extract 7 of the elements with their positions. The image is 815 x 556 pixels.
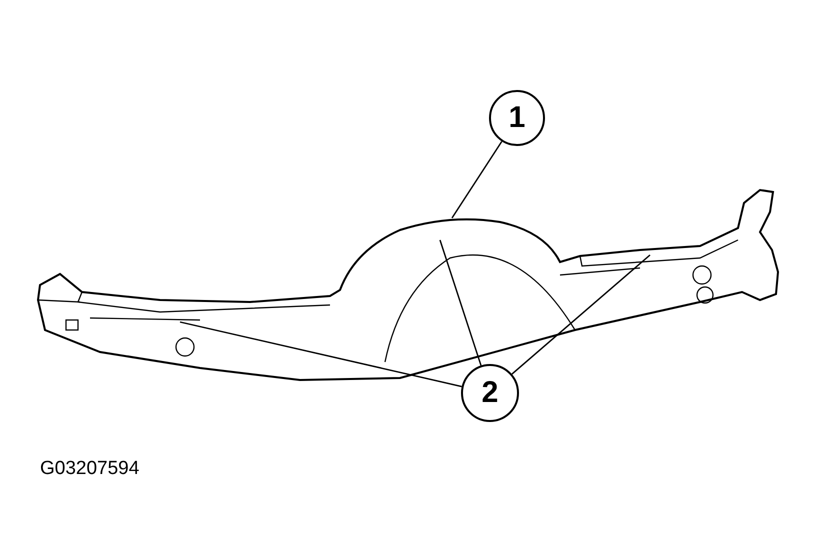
leader-line [451, 141, 502, 218]
leader-line [180, 321, 462, 388]
figure-code: G03207594 [40, 458, 140, 480]
leader-line [512, 254, 650, 375]
callout-number: 2 [482, 378, 498, 408]
callout-number: 1 [508, 103, 526, 133]
leader-line [439, 240, 482, 366]
